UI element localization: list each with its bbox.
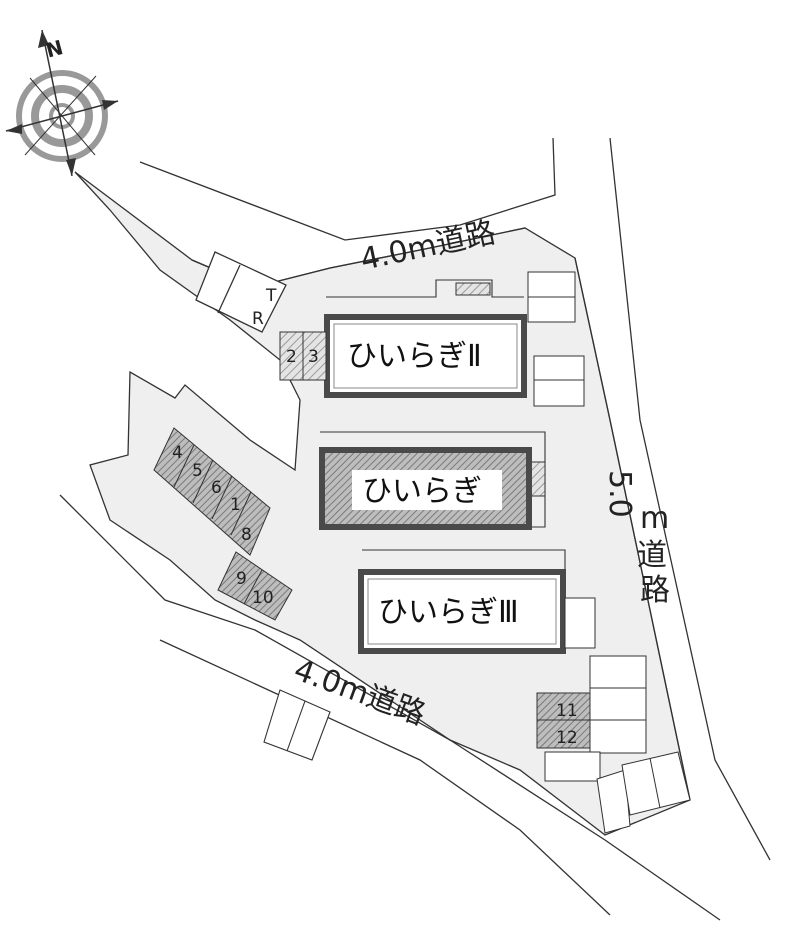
- stairs-icon: [455, 282, 491, 296]
- parking-slot-label: 4: [172, 443, 183, 463]
- parking-slot-label: 10: [252, 588, 274, 608]
- north-road-edge-upper: [139, 137, 556, 241]
- parking-slot-label: 5: [192, 461, 203, 481]
- stairs-icon: [529, 461, 546, 497]
- parking-slot-label: 11: [556, 701, 578, 721]
- trash-shed: T R: [195, 251, 287, 333]
- parking-slots-left-lower: 9 10: [217, 551, 293, 621]
- building-3-name: ひいらぎⅢ: [378, 595, 519, 630]
- parking-slot-label: 1: [230, 495, 241, 515]
- east-road-edge-left: [609, 137, 771, 861]
- parking-slots-right: 11 12: [536, 692, 596, 749]
- parking-slot-label: 8: [241, 525, 252, 545]
- north-label: N: [43, 35, 65, 63]
- parking-slot-label: 2: [286, 347, 297, 367]
- east-road-label: 5.0 m 道 路: [602, 470, 670, 608]
- parking-slot-label: 3: [308, 347, 319, 367]
- compass-rose-icon: N: [5, 29, 119, 177]
- building-3-outline: [362, 549, 566, 570]
- parking-slot-label: 12: [556, 728, 578, 748]
- building-2-outline: [326, 279, 524, 298]
- parking-slot-label: 6: [211, 478, 222, 498]
- bike-parking-boxes: [527, 271, 585, 407]
- parking-slot-label: 9: [236, 569, 247, 589]
- south-road-edge-upper: [59, 494, 721, 921]
- annex-box: [564, 597, 596, 649]
- building-1-name: ひいらぎ: [362, 474, 482, 509]
- storage-boxes: [544, 655, 691, 834]
- east-road-label-part: m: [640, 501, 669, 536]
- east-road-label-part: 路: [640, 573, 670, 608]
- building-2-name: ひいらぎⅡ: [347, 339, 482, 374]
- trash-letter: T: [265, 286, 277, 306]
- east-road-label-part: 道: [637, 538, 667, 573]
- east-road-label-part: 5.0: [602, 470, 637, 518]
- offsite-box: [263, 689, 331, 761]
- trash-letter: R: [252, 309, 264, 329]
- parking-slots-top: 2 3: [279, 331, 327, 381]
- east-road-edge-right: [574, 257, 691, 801]
- parking-slots-left: 4 5 6 1 8: [153, 427, 271, 556]
